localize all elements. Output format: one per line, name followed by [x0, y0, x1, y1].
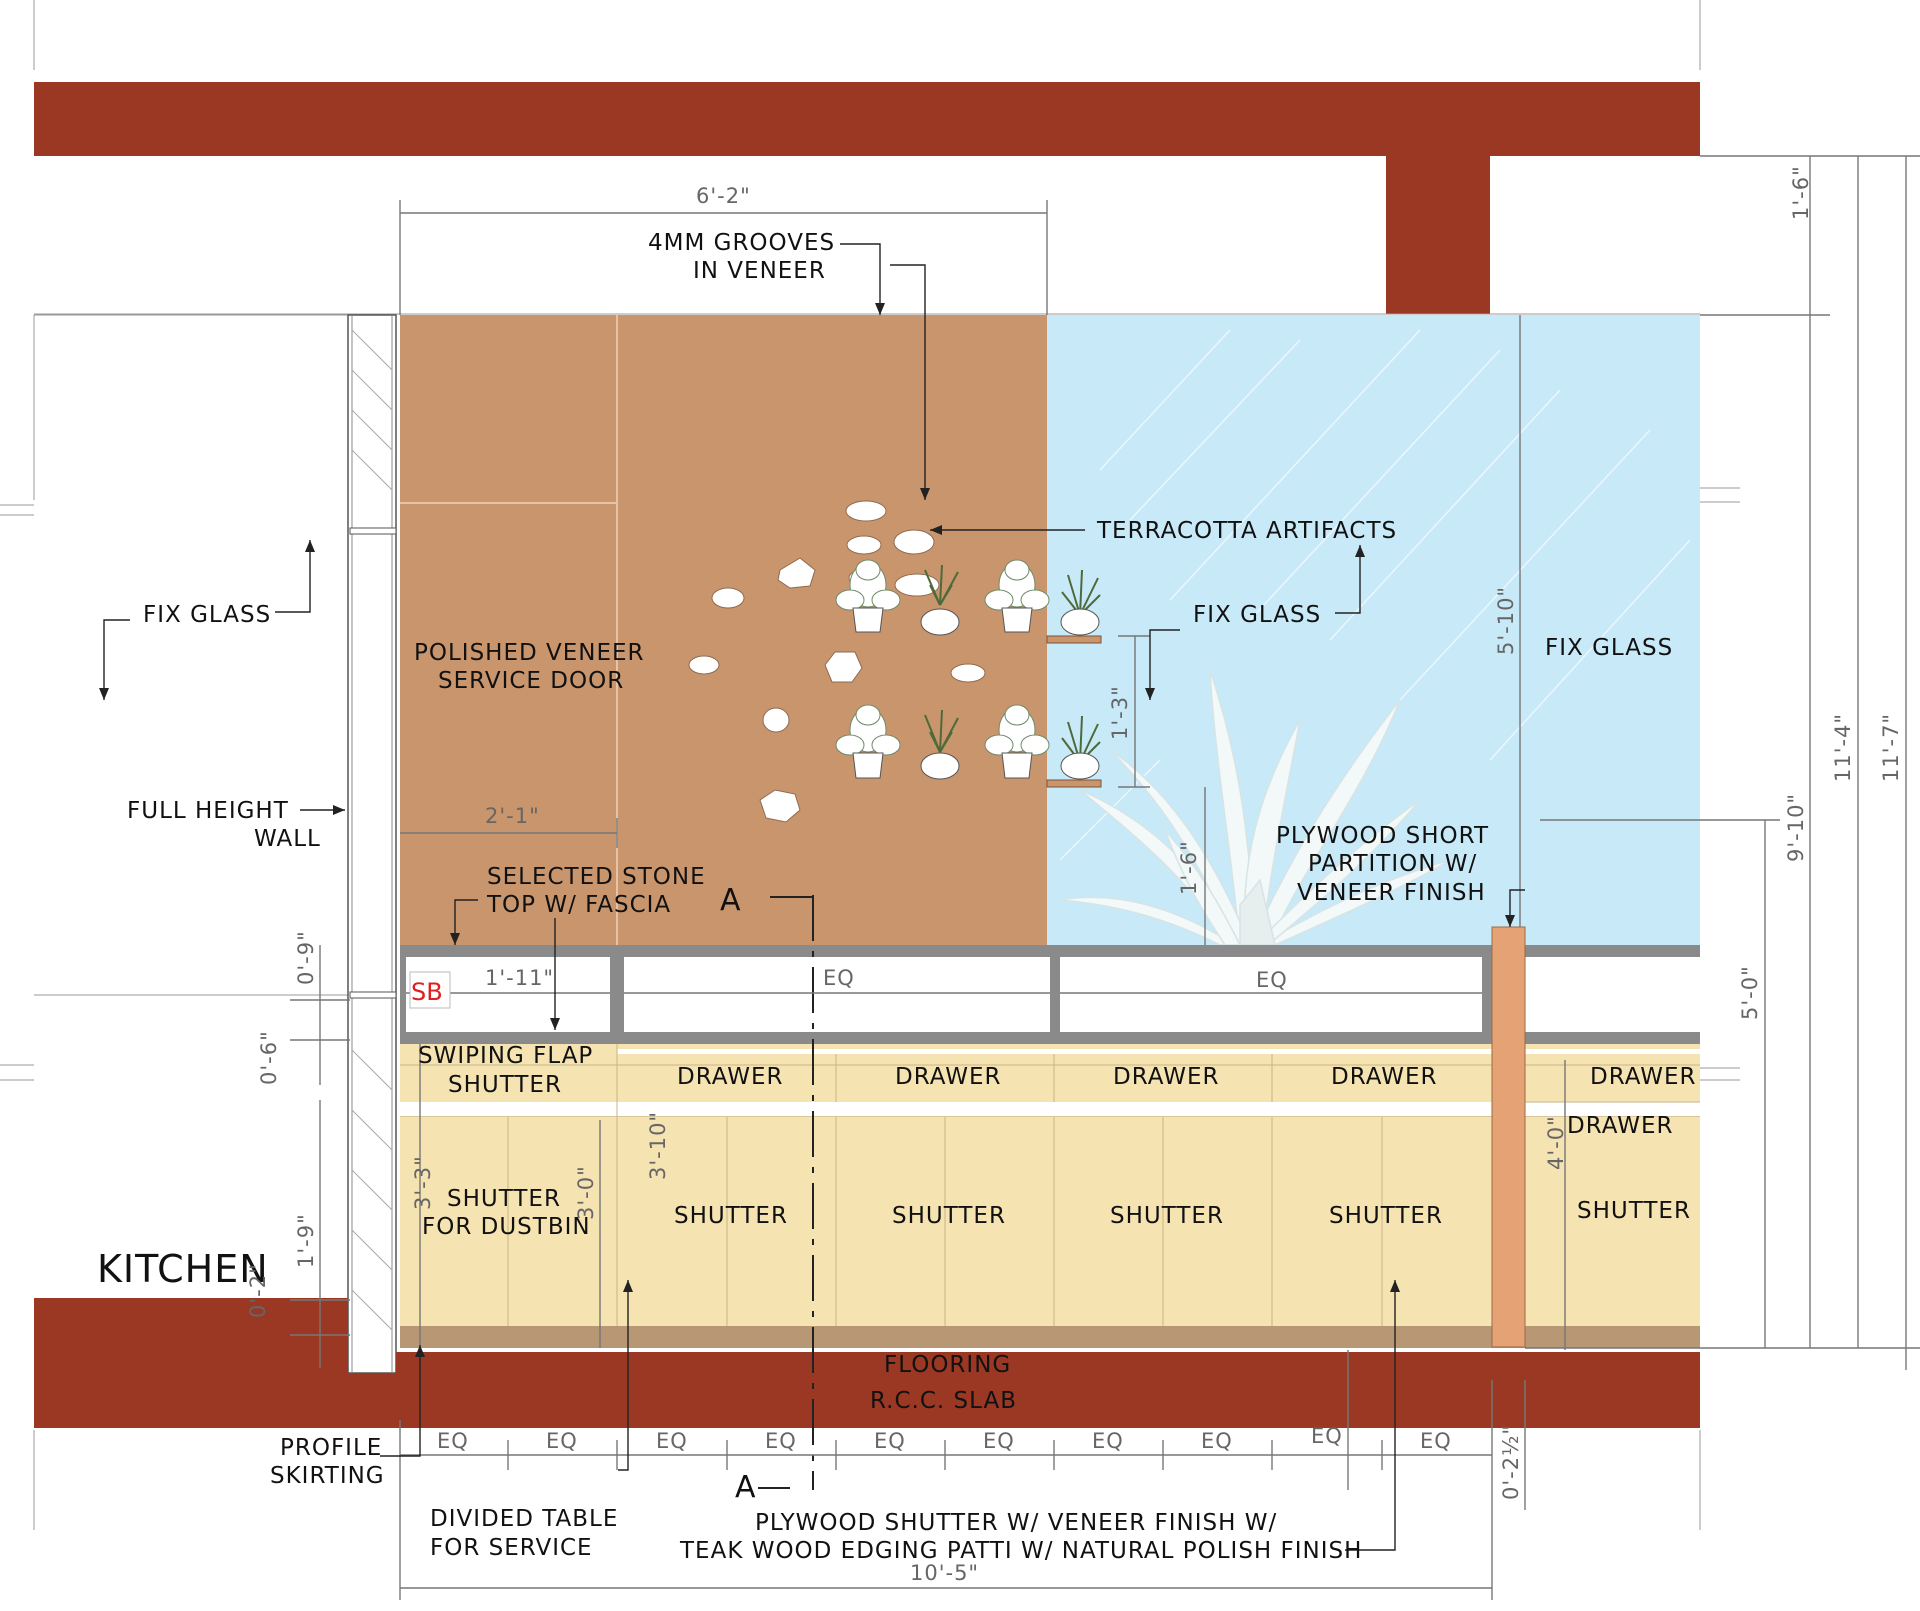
label-profile-1: PROFILE [280, 1435, 382, 1461]
label-divided-1: DIVIDED TABLE [430, 1506, 618, 1532]
dim-left-1-9: 1'-9" [294, 1213, 318, 1268]
labels: 4MM GROOVES IN VENEER TERRACOTTA ARTIFAC… [97, 230, 1697, 1564]
label-shutter-1: SHUTTER [674, 1203, 788, 1229]
potted-plants-row-1 [835, 559, 1102, 644]
dim-eq-b7: EQ [1092, 1429, 1124, 1453]
label-shutter-2: SHUTTER [892, 1203, 1006, 1229]
label-swiping-1: SWIPING FLAP [418, 1043, 593, 1069]
dim-eq-b3: EQ [656, 1429, 688, 1453]
rcc-column [1386, 156, 1490, 314]
dimension-lines [290, 155, 1920, 1600]
dim-plant-height: 1'-6" [1177, 840, 1201, 895]
dim-right-11-7: 11'-7" [1879, 713, 1903, 782]
potted-plants-row-2 [835, 704, 1102, 788]
dim-door-width: 2'-1" [485, 804, 540, 828]
label-stone-top-2: TOP W/ FASCIA [486, 892, 671, 918]
dim-cab-4-0: 4'-0" [1544, 1115, 1568, 1170]
label-drawer-2: DRAWER [895, 1064, 1002, 1090]
label-full-height-2: WALL [254, 826, 321, 852]
dim-bottom-total: 10'-5" [910, 1561, 979, 1585]
label-full-height-1: FULL HEIGHT [127, 798, 289, 824]
label-sb: SB [411, 978, 443, 1006]
section-line: A A [720, 883, 814, 1505]
dim-left-0-6: 0'-6" [257, 1030, 281, 1085]
label-fix-glass-left: FIX GLASS [143, 602, 271, 628]
section-marker-top: A [720, 883, 741, 918]
label-shutter-4: SHUTTER [1329, 1203, 1443, 1229]
label-drawer-3: DRAWER [1113, 1064, 1220, 1090]
dim-shelf-gap: 1'-3" [1108, 685, 1132, 740]
label-dustbin-2: FOR DUSTBIN [422, 1214, 591, 1240]
label-kitchen: KITCHEN [97, 1247, 269, 1291]
full-height-wall [347, 314, 397, 1374]
dim-left-0-9: 0'-9" [294, 930, 318, 985]
label-rcc-slab: R.C.C. SLAB [870, 1388, 1017, 1414]
label-swiping-2: SHUTTER [448, 1072, 562, 1098]
plant-illustration [1059, 669, 1451, 946]
dim-cab-3-3: 3'-3" [411, 1155, 435, 1210]
label-grooves-1: 4MM GROOVES [648, 230, 835, 256]
dim-left-0-2: 0'-2" [246, 1263, 270, 1318]
dim-right-5-0: 5'-0" [1738, 965, 1762, 1020]
label-plywood-shutter-1: PLYWOOD SHUTTER W/ VENEER FINISH W/ [755, 1510, 1277, 1536]
section-marker-bottom: A [735, 1470, 756, 1505]
label-shutter-5: SHUTTER [1577, 1198, 1691, 1224]
label-drawer-4: DRAWER [1331, 1064, 1438, 1090]
plywood-partition [1491, 926, 1526, 1348]
dim-eq-b1: EQ [437, 1429, 469, 1453]
label-veneer-door-1: POLISHED VENEER [414, 640, 645, 666]
label-terracotta: TERRACOTTA ARTIFACTS [1096, 518, 1397, 544]
dim-eq-b4: EQ [765, 1429, 797, 1453]
label-fix-glass-right: FIX GLASS [1545, 635, 1673, 661]
dim-eq-1: EQ [823, 966, 855, 990]
dim-beam-depth: 1'-6" [1789, 165, 1813, 220]
dim-eq-b10: EQ [1420, 1429, 1452, 1453]
label-veneer-door-2: SERVICE DOOR [438, 668, 624, 694]
label-partition-2: PARTITION W/ [1308, 851, 1477, 877]
top-beam [34, 82, 1700, 156]
dim-eq-b6: EQ [983, 1429, 1015, 1453]
dim-counter-seg: 1'-11" [485, 966, 554, 990]
sb-box [409, 971, 451, 1009]
dim-cab-3-10: 3'-10" [646, 1111, 670, 1180]
terracotta-artifacts [688, 500, 986, 823]
label-flooring: FLOORING [884, 1352, 1011, 1378]
dim-bottom-0-2-half: 0'-2½" [1499, 1424, 1523, 1500]
dim-glass-height: 5'-10" [1494, 586, 1518, 655]
label-plywood-shutter-2: TEAK WOOD EDGING PATTI W/ NATURAL POLISH… [679, 1538, 1362, 1564]
arrow-heads [99, 303, 1515, 1357]
cabinet-unit [400, 1044, 1700, 1352]
dim-cab-3-0: 3'-0" [574, 1165, 598, 1220]
label-dustbin-1: SHUTTER [447, 1186, 561, 1212]
label-drawer-1: DRAWER [677, 1064, 784, 1090]
label-partition-3: VENEER FINISH [1297, 880, 1486, 906]
dimension-text: 6'-2" 2'-1" 1'-11" EQ EQ 1'-6" 5'-10" 1'… [246, 165, 1903, 1585]
dim-eq-b8: EQ [1201, 1429, 1233, 1453]
dim-eq-b9: EQ [1311, 1424, 1343, 1448]
label-fix-glass-mid: FIX GLASS [1193, 602, 1321, 628]
dim-right-9-10: 9'-10" [1784, 793, 1808, 862]
label-grooves-2: IN VENEER [693, 258, 826, 284]
label-drawer-5: DRAWER [1590, 1064, 1697, 1090]
floor-slab [34, 1298, 1700, 1428]
dim-top-width: 6'-2" [696, 184, 751, 208]
dim-right-11-4: 11'-4" [1831, 713, 1855, 782]
stone-counter [400, 945, 1700, 1044]
dim-eq-b5: EQ [874, 1429, 906, 1453]
label-profile-2: SKIRTING [270, 1463, 385, 1489]
label-shutter-3: SHUTTER [1110, 1203, 1224, 1229]
label-drawer-6: DRAWER [1567, 1113, 1674, 1139]
dim-eq-2: EQ [1256, 968, 1288, 992]
construction-lines [0, 0, 1740, 1530]
label-partition-1: PLYWOOD SHORT [1276, 823, 1489, 849]
label-stone-top-1: SELECTED STONE [487, 864, 706, 890]
label-divided-2: FOR SERVICE [430, 1535, 593, 1561]
dim-eq-b2: EQ [546, 1429, 578, 1453]
